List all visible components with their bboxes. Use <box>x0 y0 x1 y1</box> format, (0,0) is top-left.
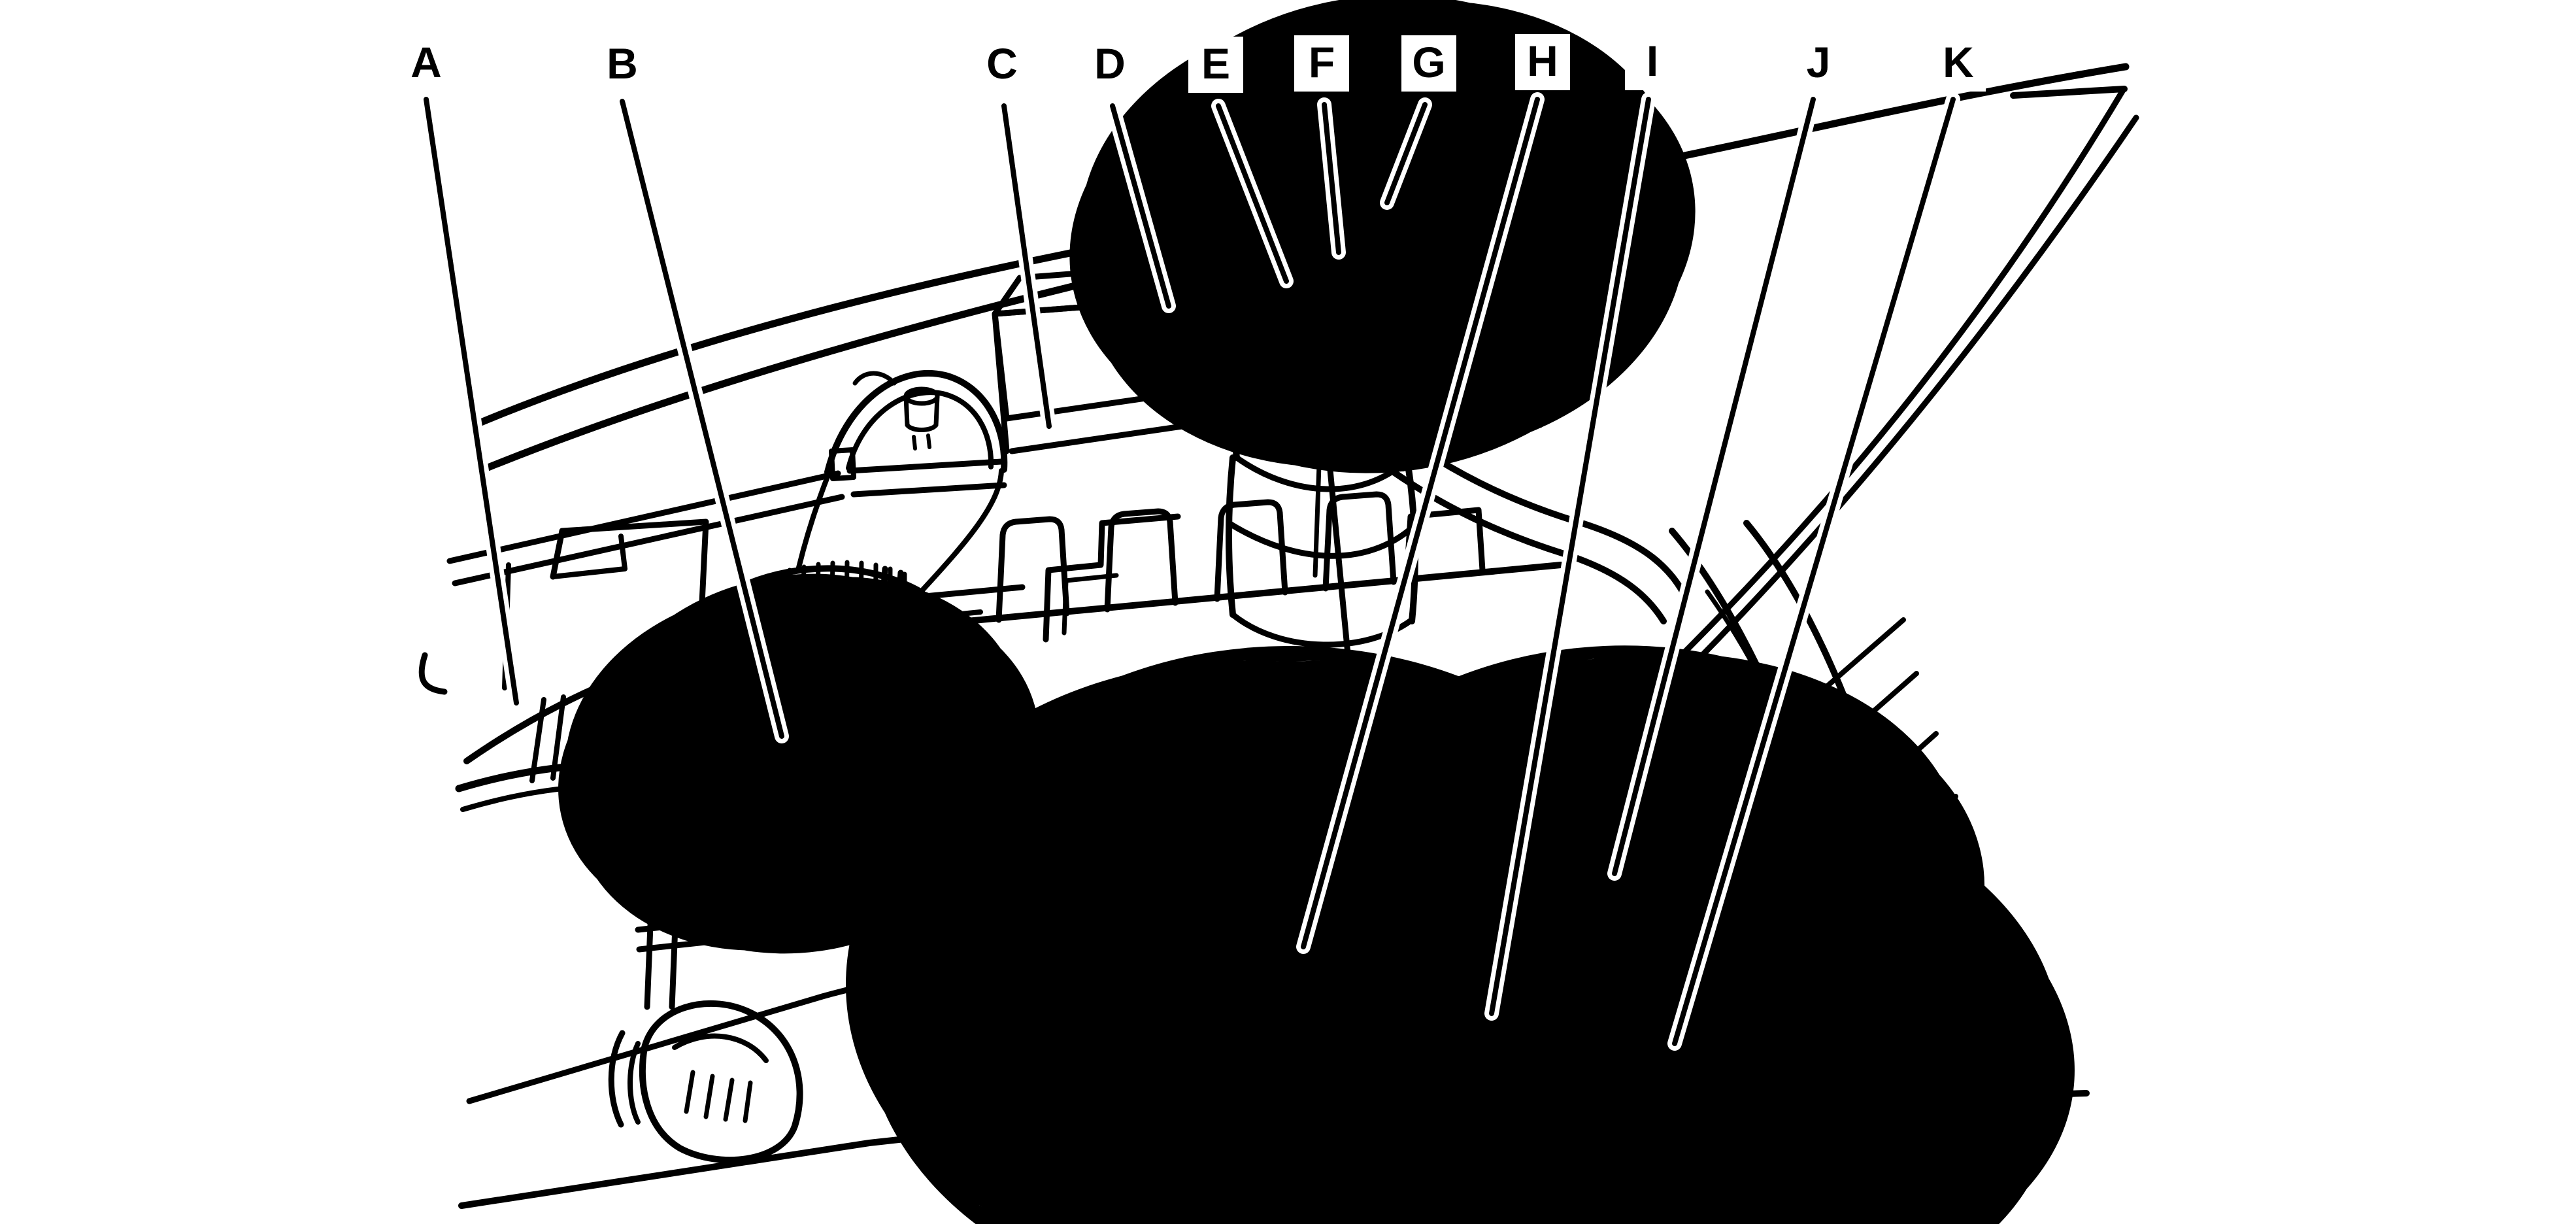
callout-letter-j: J <box>1807 38 1831 86</box>
leader-line-c <box>1001 103 1052 429</box>
leader-line-j <box>1612 97 1816 876</box>
callout-letter-k: K <box>1943 38 1974 86</box>
callout-letter-e: E <box>1201 39 1230 88</box>
callout-letter-b: B <box>607 39 638 88</box>
callout-letter-f: F <box>1309 38 1335 86</box>
leader-line-f <box>1322 102 1341 255</box>
callout-letter-h: H <box>1527 37 1558 85</box>
callout-letter-a: A <box>410 38 442 86</box>
leader-line-g <box>1384 102 1428 205</box>
engine-bottom-edges <box>458 958 2090 1209</box>
leader-line-d <box>1110 103 1171 309</box>
callout-letter-i: I <box>1647 37 1658 85</box>
leader-line-a <box>424 97 519 706</box>
callout-letter-d: D <box>1094 39 1126 88</box>
leader-line-b <box>620 99 784 739</box>
leader-line-e <box>1216 103 1289 284</box>
power-steering-rear-cap <box>1599 995 1735 1111</box>
callout-letter-g: G <box>1412 38 1445 86</box>
callout-letter-c: C <box>986 39 1018 88</box>
engine-line-art: NEVER OPEN HOT! NE JAMAIS OUVRIR A CHAUD… <box>418 67 2139 1209</box>
alternator <box>608 1000 803 1163</box>
leader-line-k <box>1672 97 1956 1046</box>
callout-letters: A B C D E F G H I J K <box>399 34 1986 93</box>
reservoir-cap <box>1330 191 1442 324</box>
leader-line-i <box>1489 97 1651 1016</box>
leader-lines <box>419 92 1960 1051</box>
leader-line-h <box>1301 97 1540 949</box>
air-cleaner-wing-bolt <box>852 371 940 450</box>
